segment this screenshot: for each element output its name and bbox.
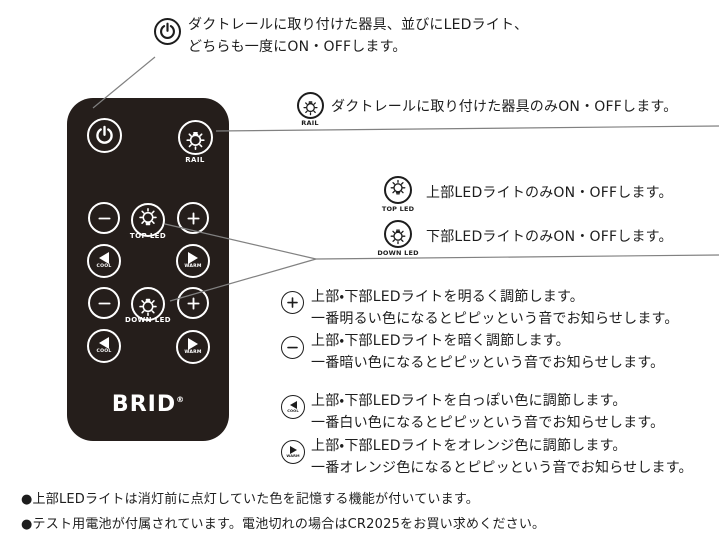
triangle-left-icon: [99, 336, 109, 349]
cool-icon: COOL: [281, 395, 305, 419]
minus-icon: [96, 210, 113, 227]
triangle-right-icon: [188, 251, 198, 264]
cool-button-label: COOL: [96, 264, 112, 270]
dim-down-button: [88, 287, 120, 319]
registered-mark: ®: [176, 395, 185, 404]
annotation-down-led-text: 下部LEDライトのみON・OFFします。: [426, 229, 673, 245]
warm-bottom-button: WARM: [176, 330, 210, 364]
warm-top-button: WARM: [176, 244, 210, 278]
cool-button-label: COOL: [96, 349, 112, 355]
top-led-annotation-label: TOP LED: [381, 205, 415, 213]
annotation-brighten-text: 上部・下部LEDライトを明るく調節します。 一番明るい色になるとピピッという音で…: [311, 289, 679, 327]
down-led-button-label: DOWN LED: [124, 316, 172, 324]
power-button: [86, 117, 122, 153]
note-battery: ●テスト用電池が付属されています。電池切れの場合はCR2025をお買い求めくださ…: [21, 517, 546, 532]
triangle-right-icon: [188, 337, 198, 350]
down-led-button: [131, 287, 165, 321]
down-led-annotation-label: DOWN LED: [377, 249, 419, 257]
top-led-button-label: TOP LED: [129, 232, 167, 240]
power-icon: [94, 125, 115, 146]
warm-button-label: WARM: [184, 264, 202, 270]
plus-icon: [185, 210, 202, 227]
triangle-left-icon: [289, 400, 297, 409]
plus-icon: [280, 290, 304, 314]
warm-icon: WARM: [281, 440, 305, 464]
minus-icon: [96, 295, 113, 312]
annotation-warm-text: 上部・下部LEDライトをオレンジ色に調節します。 一番オレンジ色になるとピピッと…: [311, 438, 693, 476]
cool-bottom-button: COOL: [87, 329, 121, 363]
top-led-button: [131, 203, 165, 237]
minus-icon: [280, 335, 304, 359]
triangle-left-icon: [99, 251, 109, 264]
bulb-down-icon: [297, 92, 324, 119]
brighten-down-button: [177, 287, 209, 319]
triangle-right-icon: [289, 445, 297, 454]
power-icon: [154, 18, 181, 45]
bulb-up-icon: [135, 207, 161, 233]
bulb-down-icon: [135, 291, 161, 317]
plus-icon: [185, 295, 202, 312]
brighten-top-button: [177, 202, 209, 234]
annotation-power-text: ダクトレールに取り付けた器具、並びにLEDライト、 どちらも一度にON・OFFし…: [188, 17, 529, 55]
bulb-up-icon: [384, 176, 412, 204]
bulb-down-icon: [182, 124, 209, 151]
rail-button: [177, 119, 213, 155]
rail-button-label: RAIL: [185, 156, 205, 164]
cool-top-button: COOL: [87, 244, 121, 278]
dim-top-button: [88, 202, 120, 234]
remote-control: RAIL TOP LED COOL WARM DOWN LED: [67, 98, 229, 441]
annotation-dim-text: 上部・下部LEDライトを暗く調節します。 一番暗い色になるとピピッという音でお知…: [311, 333, 665, 371]
bulb-down-icon: [384, 220, 412, 248]
note-memory-function: ●上部LEDライトは消灯前に点灯していた色を記憶する機能が付いています。: [21, 492, 479, 507]
annotation-cool-text: 上部・下部LEDライトを白っぽい色に調節します。 一番白い色になるとピピッという…: [311, 393, 665, 431]
warm-button-label: WARM: [184, 350, 202, 356]
annotation-top-led-text: 上部LEDライトのみON・OFFします。: [426, 185, 673, 201]
annotation-rail-text: ダクトレールに取り付けた器具のみON・OFFします。: [331, 99, 678, 115]
brand-logo: BRID®: [111, 392, 185, 417]
rail-annotation-label: RAIL: [301, 119, 319, 127]
